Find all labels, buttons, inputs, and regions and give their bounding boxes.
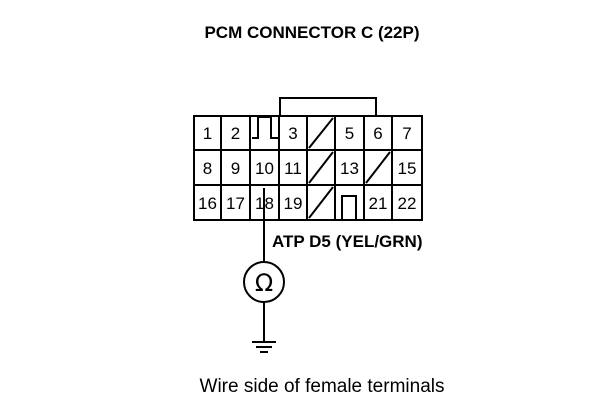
diagram-caption: Wire side of female terminals xyxy=(200,376,445,397)
empty-cavity-markers xyxy=(308,117,391,219)
connector-bottom-notch xyxy=(336,195,363,221)
wire-label: ATP D5 (YEL/GRN) xyxy=(272,232,423,251)
pin-label: 13 xyxy=(340,159,359,178)
pin-label: 5 xyxy=(345,124,354,143)
pin-label: 9 xyxy=(231,159,240,178)
pin-label: 11 xyxy=(284,159,302,178)
pin-label: 16 xyxy=(198,194,217,213)
pin-label: 3 xyxy=(288,124,297,143)
pin-label: 6 xyxy=(373,124,382,143)
pin-label: 1 xyxy=(203,124,212,143)
pin-label: 10 xyxy=(255,159,274,178)
pin-label: 7 xyxy=(402,124,411,143)
pin-label: 2 xyxy=(231,124,240,143)
ground-icon xyxy=(252,341,276,353)
connector-lock-tab xyxy=(279,97,377,116)
meter-symbol: Ω xyxy=(255,269,273,297)
pin-label: 15 xyxy=(398,159,417,178)
ohmmeter-icon: Ω xyxy=(243,261,285,303)
pin-label: 22 xyxy=(398,194,417,213)
pin-label: 17 xyxy=(226,194,245,213)
pin-label: 21 xyxy=(369,194,388,213)
diagram-title: PCM CONNECTOR C (22P) xyxy=(204,23,419,42)
pin-label: 8 xyxy=(203,159,212,178)
pin-label: 19 xyxy=(284,194,303,213)
connector-body xyxy=(193,115,423,221)
connector-key-notch xyxy=(251,116,278,139)
